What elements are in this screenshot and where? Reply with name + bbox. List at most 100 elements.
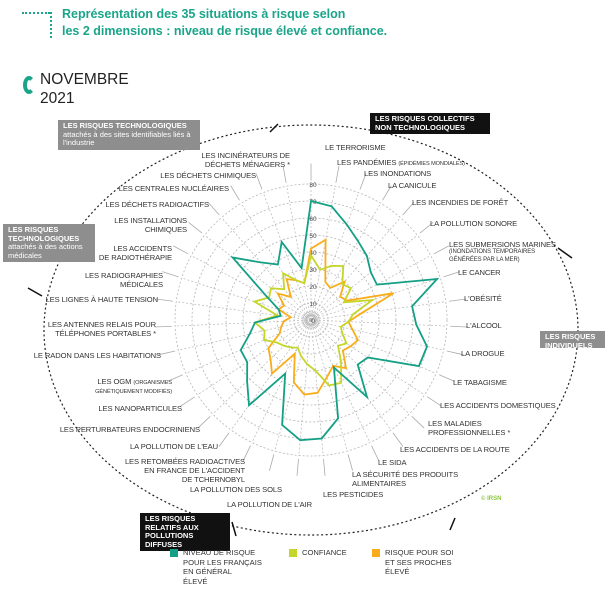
axis-label-line: LES DÉCHETS RADIOACTIFS — [105, 200, 209, 209]
label-leader-line — [230, 185, 240, 201]
axis-label: LE TABAGISME — [453, 378, 507, 387]
header-dotted-vertical — [50, 12, 52, 38]
grid-ring — [208, 217, 414, 423]
label-leader-line — [207, 201, 220, 216]
label-leader-line — [155, 298, 173, 302]
series-point — [352, 313, 354, 315]
r-tick-label: 50 — [309, 233, 317, 240]
label-leader-line — [173, 245, 189, 255]
label-leader-line — [450, 325, 468, 328]
axis-label-line: LE CANCER — [458, 268, 501, 277]
series-point — [329, 287, 331, 289]
axis-label: L'ALCOOL — [466, 321, 502, 330]
legend-swatch-risk — [170, 549, 178, 557]
series-point — [249, 333, 251, 335]
series-point — [231, 256, 234, 259]
series-point — [300, 355, 302, 357]
axis-label: LA POLLUTION SONORE — [430, 219, 517, 228]
label-leader-line — [167, 374, 183, 382]
series-point — [310, 248, 312, 250]
axis-spoke — [310, 186, 336, 321]
category-techno-medical-title: LES RISQUES TECHNOLOGIQUES — [8, 225, 80, 243]
legend-risk-line: EN GÉNÉRAL — [183, 567, 232, 576]
axis-spoke — [176, 301, 312, 321]
axis-label-line: LES RADIOGRAPHIES — [84, 271, 163, 280]
chart-title: Représentation des 35 situations à risqu… — [62, 6, 387, 40]
axis-label-line: LES LIGNES À HAUTE TENSION — [45, 295, 159, 304]
series-point — [314, 370, 317, 372]
category-collectifs: LES RISQUES COLLECTIFS NON TECHNOLOGIQUE… — [370, 113, 490, 134]
series-point — [277, 263, 279, 266]
legend-risk-line: NIVEAU DE RISQUE — [183, 548, 256, 557]
axis-label-line: ALIMENTAIRES — [352, 479, 406, 488]
label-leader-line — [359, 173, 367, 190]
series-point — [267, 347, 270, 349]
axis-label-line: (ORGANISMES — [133, 380, 172, 386]
series-point — [246, 380, 248, 382]
series-point — [426, 345, 428, 348]
axis-label: LES PESTICIDES — [323, 490, 383, 499]
series-point — [376, 283, 378, 286]
r-tick-label: 30 — [309, 267, 317, 274]
legend-label-risk: NIVEAU DE RISQUE POUR LES FRANÇAIS EN GÉ… — [183, 548, 262, 586]
axis-label: LA POLLUTION DE L'EAU — [130, 442, 218, 451]
axis-label: L'OBÉSITÉ — [464, 294, 502, 303]
axis-label-line: LES RETOMBÉES RADIOACTIVES — [124, 457, 245, 466]
series-point — [293, 381, 295, 383]
series-point — [324, 281, 326, 283]
series-point — [343, 301, 345, 303]
axis-label: LES INCENDIES DE FORÊT — [412, 198, 508, 207]
axis-label-line: LES INCENDIES DE FORÊT — [412, 198, 509, 207]
legend-label-confidence: CONFIANCE — [302, 548, 347, 557]
legend-self-line: RISQUE POUR SOI — [385, 548, 454, 557]
series-point — [276, 314, 278, 317]
label-leader-line — [419, 222, 434, 234]
series-point — [346, 300, 348, 302]
axis-label: LES DÉCHETS CHIMIQUES — [160, 171, 256, 180]
axis-spoke — [310, 192, 360, 321]
series-point — [342, 349, 344, 352]
series-point — [294, 353, 296, 355]
axis-label: LES PERTURBATEURS ENDOCRINIENS — [60, 425, 200, 434]
label-leader-line — [449, 298, 467, 302]
axis-label: LES ACCIDENTS DE LA ROUTE — [400, 445, 510, 454]
axis-spoke — [310, 319, 437, 374]
series-line — [230, 199, 440, 442]
series-point — [339, 296, 341, 298]
label-leader-line — [255, 173, 263, 190]
axis-label: LA CANICULE — [388, 181, 436, 190]
series-point — [324, 239, 327, 241]
series-point — [300, 267, 303, 269]
axis-label-line: LA POLLUTION DE L'EAU — [130, 442, 218, 451]
ellipse-divider-tick — [269, 123, 279, 133]
axis-label-line: LES DÉCHETS CHIMIQUES — [160, 171, 256, 180]
axis-spoke — [310, 217, 401, 321]
series-point — [265, 295, 267, 297]
axis-spoke — [310, 319, 410, 415]
axis-label-line: GÉNÉRÉES PAR LA MER) — [449, 256, 520, 263]
legend-risk-line: POUR LES FRANÇAIS — [183, 557, 262, 567]
series-point — [280, 315, 282, 317]
axis-label: LA POLLUTION DE L'AIR — [227, 500, 312, 509]
series-point — [418, 365, 420, 367]
axis-label-line: LES PESTICIDES — [323, 490, 384, 499]
category-pollutions: LES RISQUES RELATIFS AUX POLLUTIONS DIFF… — [140, 513, 230, 551]
axis-spoke — [191, 255, 312, 321]
axis-label-line: LES ACCIDENTS DOMESTIQUES — [440, 401, 556, 410]
category-pollutions-label: LES RISQUES RELATIFS AUX POLLUTIONS DIFF… — [145, 514, 199, 549]
series-point — [371, 299, 374, 301]
axis-spoke — [310, 301, 446, 321]
series-point — [345, 367, 347, 369]
category-techno-sites-sub: attachés à des sites identifiables liés … — [63, 129, 191, 147]
axis-label-line: LES PANDÉMIES — [337, 158, 399, 167]
series-point — [280, 326, 282, 328]
axis-label: LES CENTRALES NUCLÉAIRES — [119, 184, 229, 193]
label-leader-line — [323, 458, 326, 476]
series-point — [263, 329, 266, 332]
label-leader-line — [443, 271, 460, 278]
label-leader-line — [335, 166, 340, 183]
